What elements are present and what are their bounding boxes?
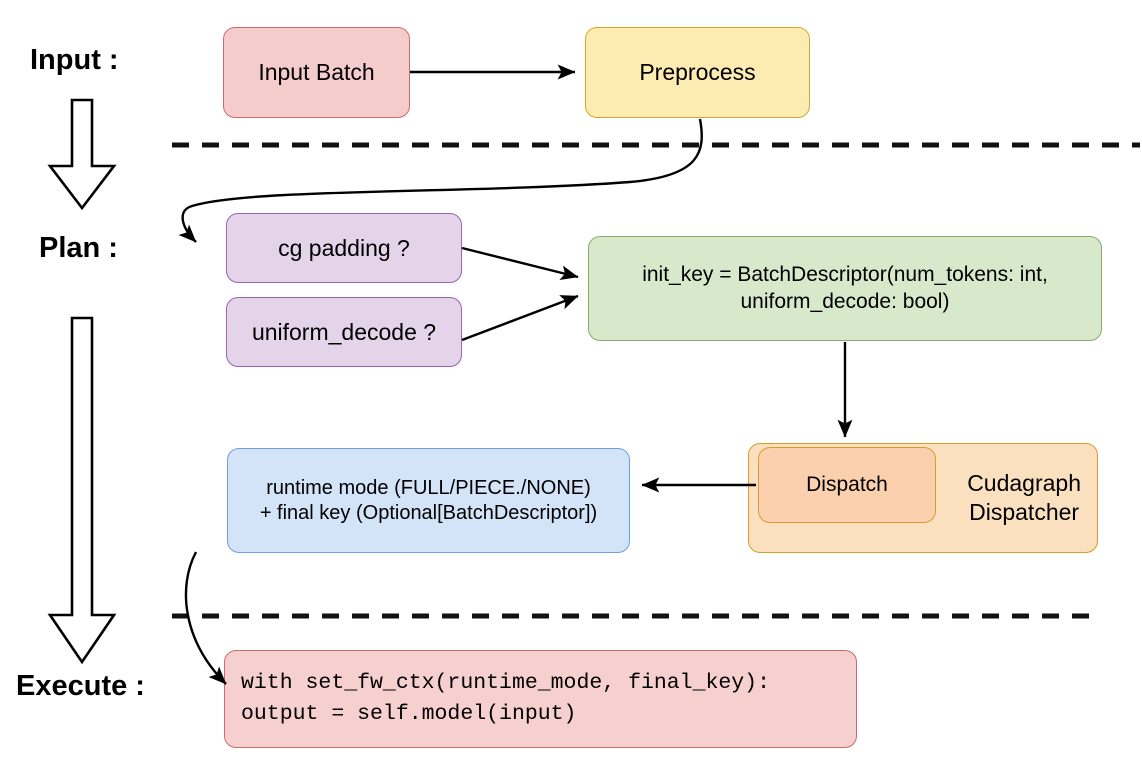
- node-code-block-label: with set_fw_ctx(runtime_mode, final_key)…: [241, 670, 770, 726]
- node-runtime-mode-label: runtime mode (FULL/PIECE./NONE) + final …: [259, 476, 598, 524]
- node-init-key-label: init_key = BatchDescriptor(num_tokens: i…: [642, 263, 1048, 313]
- edge-cg-padding-to-init-key: [461, 246, 579, 281]
- node-input-batch-label: Input Batch: [258, 59, 375, 86]
- node-cudagraph-dispatcher-label: Cudagraph Dispatcher: [967, 470, 1081, 525]
- node-code-block[interactable]: with set_fw_ctx(runtime_mode, final_key)…: [224, 650, 857, 748]
- node-uniform-decode[interactable]: uniform_decode ?: [226, 297, 462, 367]
- node-cg-padding[interactable]: cg padding ?: [226, 213, 462, 283]
- node-init-key[interactable]: init_key = BatchDescriptor(num_tokens: i…: [588, 236, 1102, 341]
- node-dispatch[interactable]: Dispatch: [758, 447, 936, 523]
- node-cg-padding-label: cg padding ?: [278, 234, 410, 261]
- node-runtime-mode[interactable]: runtime mode (FULL/PIECE./NONE) + final …: [227, 448, 630, 553]
- node-input-batch[interactable]: Input Batch: [223, 27, 410, 118]
- stage-label-input: Input :: [30, 44, 119, 76]
- stage-arrow-input-to-plan: [47, 98, 117, 211]
- stage-label-execute: Execute :: [16, 670, 145, 702]
- stage-label-plan: Plan :: [39, 232, 118, 264]
- stage-arrow-plan-to-execute: [47, 316, 117, 665]
- node-preprocess[interactable]: Preprocess: [585, 27, 810, 118]
- edge-runtime-mode-to-code-block: [184, 551, 227, 685]
- edge-uniform-decode-to-init-key: [461, 294, 579, 342]
- node-preprocess-label: Preprocess: [639, 59, 756, 86]
- node-dispatch-label: Dispatch: [806, 472, 888, 496]
- node-uniform-decode-label: uniform_decode ?: [251, 318, 437, 345]
